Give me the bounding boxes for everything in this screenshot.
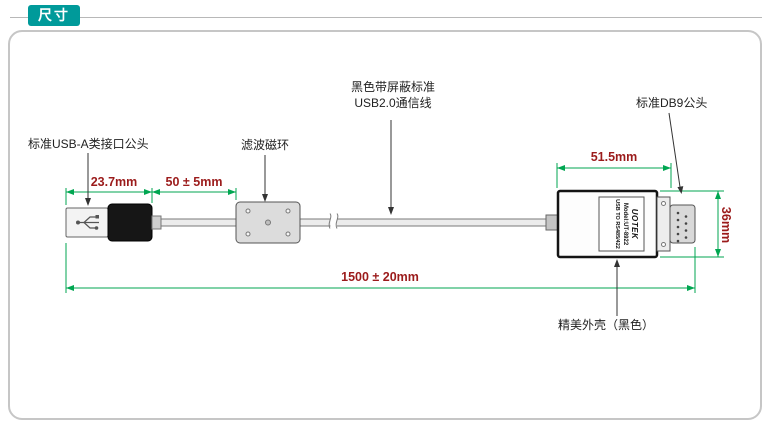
converter-housing — [545, 189, 659, 259]
db9-connector — [656, 196, 696, 252]
usb-trident-icon — [76, 215, 99, 230]
callout-cable: 黑色带屏蔽标准 USB2.0通信线 — [311, 79, 475, 111]
brand-logo: UOTEK — [630, 208, 639, 240]
dimension-lines — [65, 163, 724, 293]
dim-ferrite-offset: 50 ± 5mm — [165, 175, 223, 189]
db9-pins — [676, 211, 688, 243]
device-description: USB TO RS485/422 — [614, 199, 620, 249]
page-title: 尺寸 — [28, 5, 80, 26]
dim-housing-length: 51.5mm — [590, 150, 638, 164]
callout-cable-line1: 黑色带屏蔽标准 — [350, 80, 435, 94]
leader-arrows — [85, 112, 684, 316]
ferrite-bead — [235, 201, 301, 244]
callout-housing: 精美外壳（黑色） — [558, 318, 655, 332]
usb-a-connector — [65, 203, 162, 242]
cable-break-icon — [328, 213, 332, 229]
device-label-plate — [598, 196, 645, 252]
device-model: Model:UT-8922 — [622, 202, 628, 246]
cable-strain-relief — [545, 214, 559, 231]
callout-ferrite: 滤波磁环 — [241, 138, 290, 152]
header-rule — [10, 17, 762, 18]
usb-cable — [159, 213, 547, 229]
callout-usb-plug: 标准USB-A类接口公头 — [28, 137, 149, 151]
callout-db9-plug: 标准DB9公头 — [636, 96, 708, 110]
dim-housing-height: 36mm — [719, 206, 733, 244]
dim-usb-plug-length: 23.7mm — [90, 175, 138, 189]
cable-break-gap — [330, 217, 337, 228]
dim-total-cable-length: 1500 ± 20mm — [341, 270, 419, 284]
callout-cable-line2: USB2.0通信线 — [354, 96, 432, 110]
device-label: UOTEK Model:UT-8922 USB TO RS485/422 — [599, 197, 644, 251]
